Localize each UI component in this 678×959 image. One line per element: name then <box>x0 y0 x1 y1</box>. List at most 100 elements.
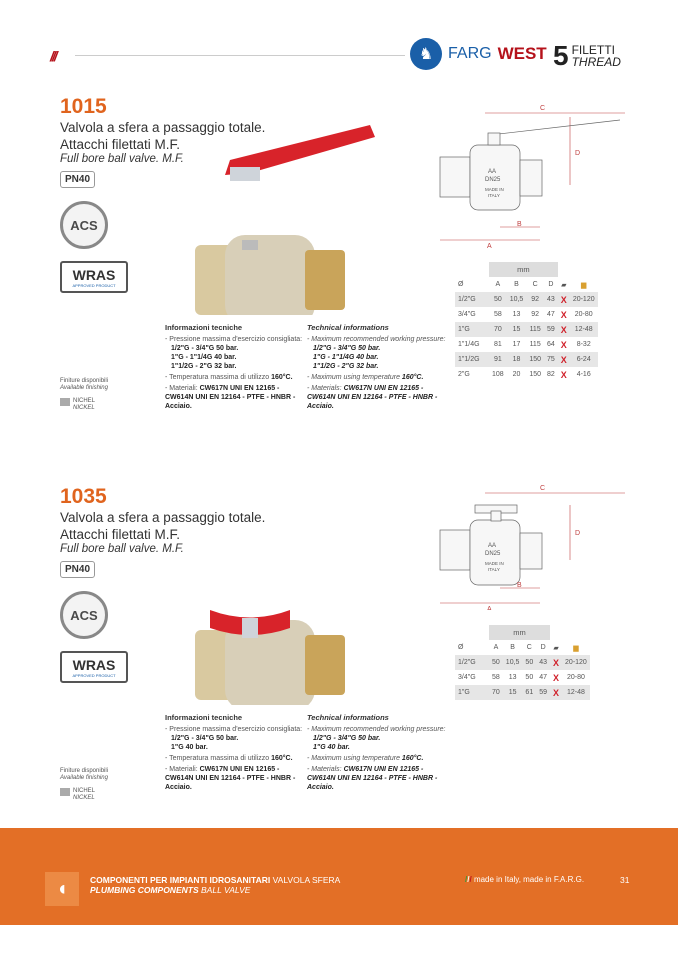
not-available-mark: X <box>550 655 563 670</box>
table-cell: 1"G <box>455 685 489 700</box>
technical-title: Technical informations <box>307 323 389 332</box>
table-cell: 50 <box>525 674 534 681</box>
nickel-swatch <box>60 398 70 406</box>
temperature-label: - Maximum using temperature <box>307 374 402 381</box>
page-number: 31 <box>620 875 630 885</box>
nickel-swatch <box>60 788 70 796</box>
column-header: Ø <box>458 644 464 651</box>
table-cell: 92 <box>531 311 540 318</box>
table-cell: 91 <box>489 352 507 367</box>
product-1035: 1035 Valvola a sfera a passaggio totale.… <box>0 485 678 875</box>
body-marking: DN25 <box>485 551 501 557</box>
materials-value: CW617N UNI EN 12165 - CW614N UNI EN 1216… <box>165 766 296 791</box>
footer-category-it: COMPONENTI PER IMPIANTI IDROSANITARI VAL… <box>90 875 341 885</box>
brand-farg: FARG <box>448 45 492 62</box>
column-header: B <box>514 281 519 288</box>
materials-label: - Materiali: <box>165 766 200 773</box>
product-description: Valvola a sfera a passaggio totale.Attac… <box>60 510 266 542</box>
dimension-c-label: C <box>540 105 545 112</box>
product-code: 1035 <box>60 485 107 508</box>
table-cell: 82 <box>547 371 555 378</box>
body-marking: AA <box>488 169 496 175</box>
column-header: C <box>532 281 538 288</box>
table-cell: 61 <box>522 685 537 700</box>
not-available-mark: X <box>557 322 570 337</box>
not-available-mark: X <box>560 309 567 320</box>
dimension-a-label: A <box>487 243 492 250</box>
table-cell: 1"1/4G <box>458 341 480 348</box>
not-available-mark: X <box>557 292 570 307</box>
footer-category-en: PLUMBING COMPONENTS BALL VALVE <box>90 885 251 895</box>
product-1015: 1015 Valvola a sfera a passaggio totale.… <box>0 95 678 485</box>
column-header: A <box>493 644 499 651</box>
acs-certification-logo: ACS <box>60 201 108 249</box>
table-cell: 17 <box>512 341 521 348</box>
table-cell: 2"G <box>458 371 470 378</box>
pressure-value: 1/2"G - 3/4"G 50 bar. <box>171 735 239 742</box>
materials-value: CW617N UNI EN 12165 - CW614N UNI EN 1216… <box>307 385 438 410</box>
table-cell: 43 <box>544 292 558 307</box>
handle-icon: ▰ <box>561 281 567 289</box>
pressure-value: 1/2"G - 3/4"G 50 bar. <box>313 735 381 742</box>
pressure-value: 1"G 40 bar. <box>313 744 350 751</box>
table-cell: 12-48 <box>562 685 590 700</box>
temperature-value: 160°C. <box>401 755 424 762</box>
table-cell: 150 <box>529 371 541 378</box>
table-cell: 59 <box>544 322 558 337</box>
pressure-label: - Maximum recommended working pressure: <box>307 726 446 733</box>
table-cell: 47 <box>539 674 548 681</box>
dimension-c-label: C <box>540 485 545 492</box>
pressure-label: - Pressione massima d'esercizio consigli… <box>165 726 303 733</box>
product-description-en: Full bore ball valve. M.F. <box>60 543 184 555</box>
dimension-diagram: A B C D AA DN25 MADE IN ITALY <box>439 485 625 610</box>
handle-icon: ▰ <box>553 644 559 652</box>
table-cell: 1"G <box>455 322 489 337</box>
pressure-value: 1/2"G - 3/4"G 50 bar. <box>313 345 381 352</box>
table-cell: 3/4"G <box>458 311 476 318</box>
table-cell: 20-120 <box>569 292 598 307</box>
table-cell: 59 <box>536 685 551 700</box>
temperature-label: - Temperatura massima di utilizzo <box>165 374 272 381</box>
section-title-it: FILETTI <box>571 43 615 57</box>
table-cell: 70 <box>489 685 503 700</box>
box-quantity-icon: ▆ <box>573 644 579 652</box>
table-cell: 10,5 <box>502 655 523 670</box>
body-marking: ITALY <box>488 193 500 198</box>
temperature-value: 160°C. <box>401 374 424 381</box>
body-marking: ITALY <box>488 567 500 572</box>
table-cell: 92 <box>526 292 544 307</box>
table-cell: 15 <box>502 685 523 700</box>
table-cell: 115 <box>526 322 544 337</box>
pressure-value: 1"1/2G - 2"G 32 bar. <box>313 363 379 370</box>
table-cell: 8-32 <box>576 341 591 348</box>
dimension-d-label: D <box>575 530 580 537</box>
pressure-value: 1"1/2G - 2"G 32 bar. <box>171 363 237 370</box>
dimension-a-label: A <box>487 606 492 610</box>
table-cell: 81 <box>493 341 502 348</box>
table-cell: 20 <box>512 371 521 378</box>
pressure-label: - Pressione massima d'esercizio consigli… <box>165 336 303 343</box>
dimension-diagram: A B C D AA DN25 MADE IN ITALY <box>439 105 625 250</box>
table-cell: 58 <box>492 674 500 681</box>
temperature-value: 160°C. <box>271 755 293 762</box>
not-available-mark: X <box>557 352 570 367</box>
table-cell: 10,5 <box>506 292 527 307</box>
table-cell: 20-80 <box>566 674 585 681</box>
pressure-label: - Maximum recommended working pressure: <box>307 336 446 343</box>
product-description-en: Full bore ball valve. M.F. <box>60 153 184 165</box>
column-header: A <box>495 281 501 288</box>
temperature-label: - Maximum using temperature <box>307 755 402 762</box>
column-header: B <box>510 644 515 651</box>
technical-info-en: Technical informations - Maximum recomme… <box>307 323 447 413</box>
materials-label: - Materiali: <box>165 385 200 392</box>
ball-valve-icon: ◖ <box>45 872 79 906</box>
technical-title: Informazioni tecniche <box>165 713 243 722</box>
column-header: D <box>540 644 546 651</box>
acs-certification-logo: ACS <box>60 591 108 639</box>
